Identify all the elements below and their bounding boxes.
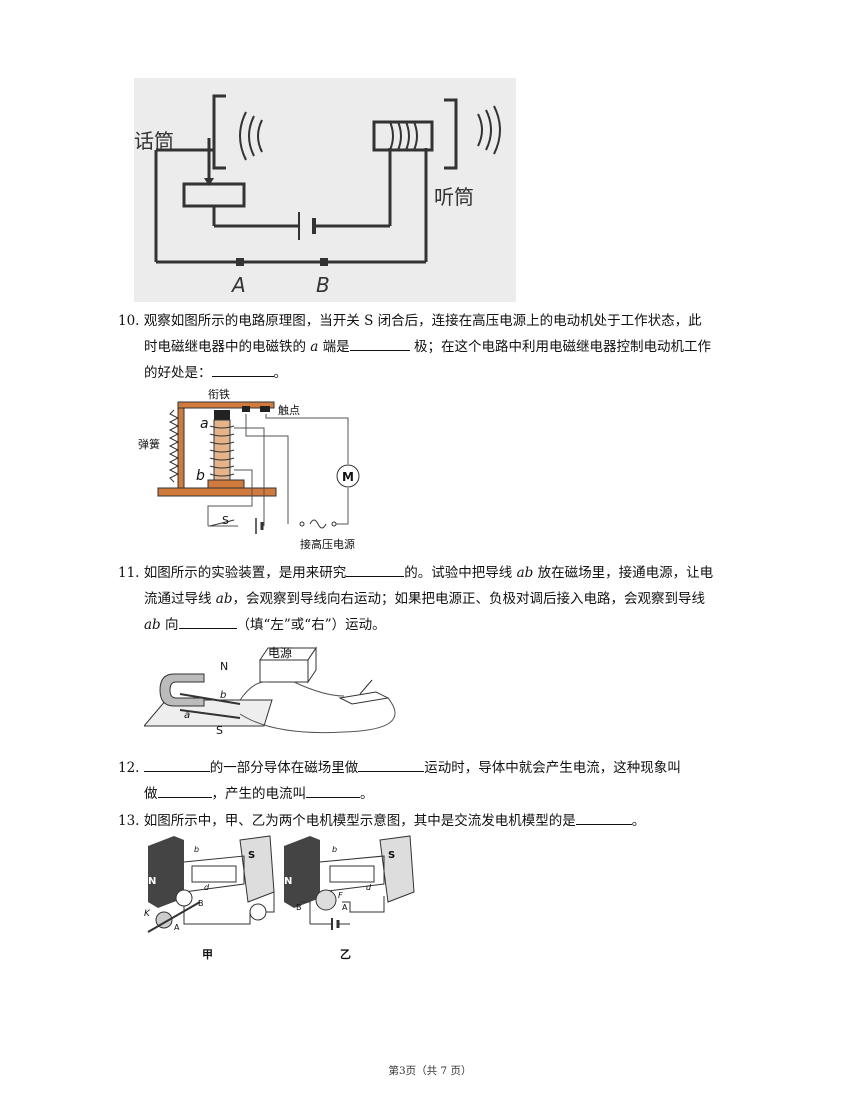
motor-apparatus-figure: 电源 N S a b bbox=[142, 640, 404, 737]
question-text: 时电磁继电器中的电磁铁的 bbox=[144, 339, 306, 355]
armature-label: 衔铁 bbox=[208, 388, 230, 401]
answer-blank[interactable] bbox=[178, 614, 237, 629]
jia-n-label: N bbox=[148, 876, 156, 887]
answer-blank[interactable] bbox=[157, 783, 212, 798]
north-label: N bbox=[220, 660, 228, 673]
yi-caption: 乙 bbox=[340, 948, 351, 961]
yi-brush-a-label: A bbox=[342, 903, 348, 912]
telephone-circuit-figure: 话筒 听筒 A B bbox=[134, 78, 516, 302]
jia-b-label: b bbox=[194, 845, 199, 854]
question-text: 。 bbox=[360, 786, 374, 802]
variable-ab: ab bbox=[215, 591, 233, 607]
answer-blank[interactable] bbox=[306, 783, 360, 798]
question-text: 流通过导线 bbox=[144, 591, 212, 607]
generator-models-figure: N S b d B A K 甲 N S b d B A F bbox=[144, 832, 420, 962]
variable-ab: ab bbox=[144, 617, 161, 633]
point-b-label: B bbox=[316, 273, 330, 297]
question-number: 12. bbox=[118, 760, 140, 776]
answer-blank[interactable] bbox=[211, 362, 274, 377]
generator-models-svg: N S b d B A K 甲 N S b d B A F bbox=[144, 835, 415, 961]
yi-brush-b-label: B bbox=[296, 903, 302, 912]
jia-brush-b-label: B bbox=[198, 899, 204, 908]
yi-s-label: S bbox=[388, 850, 395, 861]
contact-label: 触点 bbox=[278, 403, 300, 417]
wire-b-label: b bbox=[220, 690, 226, 701]
question-text: 向 bbox=[165, 617, 179, 633]
question-text: 放在磁场里，接通电源，让电 bbox=[537, 565, 714, 581]
yi-d-label: d bbox=[366, 883, 372, 892]
yi-n-label: N bbox=[284, 876, 292, 887]
model-yi: N S b d B A F 乙 bbox=[284, 835, 415, 961]
coil-a-label: a bbox=[200, 416, 209, 432]
question-text: 观察如图所示的电路原理图，当开关 S 闭合后，连接在高压电源上的电动机处于工作状… bbox=[143, 313, 702, 329]
jia-d-label: d bbox=[204, 883, 210, 892]
south-label: S bbox=[216, 724, 223, 736]
question-number: 11. bbox=[118, 565, 140, 581]
question-11: 11. 如图所示的实验装置，是用来研究 的。试验中把导线 ab 放在磁场里，接通电… bbox=[118, 560, 768, 638]
question-text: 极；在这个电路中利用电磁继电器控制电动机工作 bbox=[413, 339, 711, 355]
mic-label: 话筒 bbox=[134, 129, 174, 153]
question-text: 的。试验中把导线 bbox=[404, 565, 513, 581]
question-text: 。 bbox=[273, 365, 288, 381]
question-13: 13. 如图所示中，甲、乙为两个电机模型示意图，其中是交流发电机模型的是 。 bbox=[118, 808, 768, 834]
question-number: 13. bbox=[118, 813, 140, 829]
relay-circuit-figure: M 衔铁 触点 弹簧 a b S 接高压电源 bbox=[138, 386, 360, 552]
model-jia: N S b d B A K 甲 bbox=[144, 835, 275, 961]
yi-b-label: b bbox=[332, 845, 337, 854]
motor-apparatus-svg: 电源 N S a b bbox=[142, 646, 396, 737]
answer-blank[interactable] bbox=[346, 562, 405, 577]
question-text: 。 bbox=[631, 813, 646, 829]
question-text: 端是 bbox=[322, 339, 350, 355]
question-text: （填“左”或“右”）运动。 bbox=[236, 617, 386, 633]
question-number: 10. bbox=[118, 313, 140, 329]
question-12: 12. 的一部分导体在磁场里做 运动时，导体中就会产生电流，这种现象叫 做 ，产生的… bbox=[118, 755, 768, 807]
variable-a: a bbox=[310, 339, 319, 355]
high-voltage-label: 接高压电源 bbox=[300, 537, 355, 551]
question-text: 的好处是： bbox=[144, 365, 212, 381]
variable-ab: ab bbox=[516, 565, 534, 581]
answer-blank[interactable] bbox=[575, 810, 632, 825]
jia-caption: 甲 bbox=[202, 948, 213, 961]
question-text: 如图所示中，甲、乙为两个电机模型示意图，其中是交流发电机模型的是 bbox=[143, 813, 576, 829]
switch-label: S bbox=[222, 514, 229, 527]
telephone-circuit-svg: 话筒 听筒 A B bbox=[134, 78, 516, 302]
jia-s-label: S bbox=[248, 850, 255, 861]
page-footer: 第3页（共 7 页） bbox=[388, 1065, 472, 1077]
point-a-label: A bbox=[230, 273, 246, 297]
spring-label: 弹簧 bbox=[138, 437, 160, 451]
question-text: 的一部分导体在磁场里做 bbox=[209, 760, 359, 776]
coil-b-label: b bbox=[196, 468, 205, 484]
question-text: ，会观察到导线向右运动；如果把电源正、负极对调后接入电路，会观察到导线 bbox=[232, 591, 706, 607]
power-label: 电源 bbox=[268, 646, 292, 660]
motor-label: M bbox=[342, 470, 354, 484]
question-10: 10. 观察如图所示的电路原理图，当开关 S 闭合后，连接在高压电源上的电动机处… bbox=[118, 308, 768, 386]
question-text: 如图所示的实验装置，是用来研究 bbox=[143, 565, 347, 581]
receiver-label: 听筒 bbox=[434, 185, 474, 209]
question-text: 做 bbox=[144, 786, 158, 802]
answer-blank[interactable] bbox=[358, 757, 425, 772]
answer-blank[interactable] bbox=[349, 336, 410, 351]
answer-blank[interactable] bbox=[143, 757, 210, 772]
wire-a-label: a bbox=[184, 710, 190, 721]
yi-f-label: F bbox=[338, 891, 343, 900]
question-text: 运动时，导体中就会产生电流，这种现象叫 bbox=[424, 760, 681, 776]
question-text: ，产生的电流叫 bbox=[211, 786, 307, 802]
relay-circuit-svg: M 衔铁 触点 弹簧 a b S 接高压电源 bbox=[138, 388, 360, 551]
jia-brush-a-label: A bbox=[174, 923, 180, 932]
jia-k-label: K bbox=[144, 909, 151, 919]
